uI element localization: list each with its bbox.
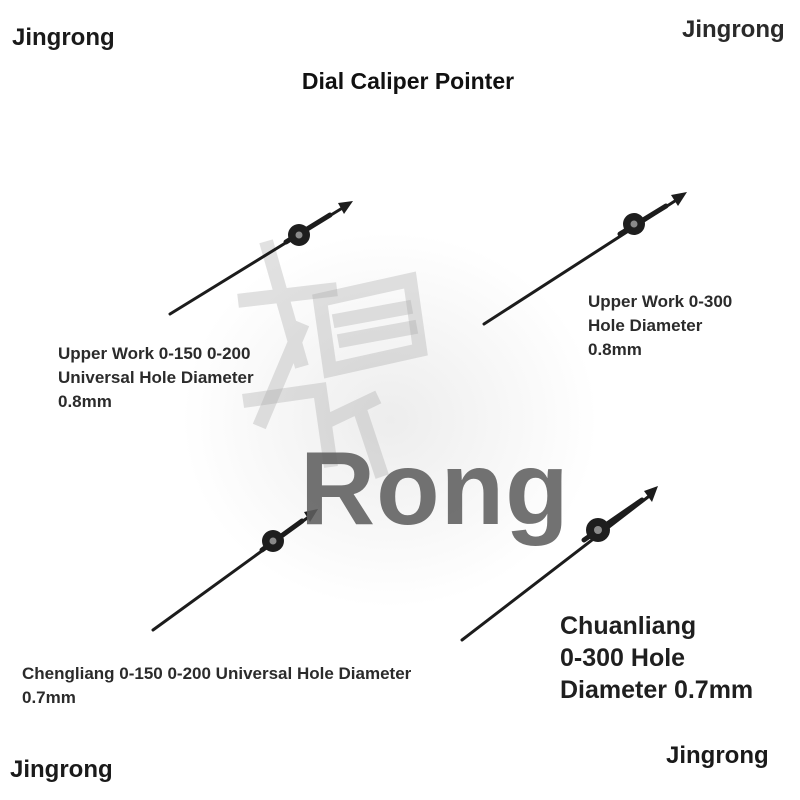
pointer-3 [151, 509, 318, 632]
pointer-1 [168, 201, 353, 316]
pointer-2 [482, 192, 687, 326]
pointer-1-label-line: 0.8mm [58, 392, 112, 411]
pointer-2-label-line: Upper Work 0-300 [588, 292, 733, 311]
pointer-2-label: Upper Work 0-300 Hole Diameter 0.8mm [588, 290, 788, 362]
watermark-text: Rong [300, 431, 570, 547]
pointer-1-label: Upper Work 0-150 0-200 Universal Hole Di… [58, 342, 358, 414]
pointer-4-label: Chuanliang 0-300 Hole Diameter 0.7mm [560, 610, 795, 706]
pointer-2-label-line: 0.8mm [588, 340, 642, 359]
pointer-3-label-line: 0.7mm [22, 688, 76, 707]
pointer-4-label-line: Diameter 0.7mm [560, 676, 754, 704]
pointer-4-label-line: Chuanliang [560, 612, 697, 640]
pointer-3-label-line: Chengliang 0-150 0-200 Universal Hole Di… [22, 664, 412, 683]
brand-top-right: Jingrong [682, 16, 785, 43]
brand-bottom-right: Jingrong [666, 742, 769, 769]
page-title: Dial Caliper Pointer [301, 68, 515, 94]
pointer-1-label-line: Upper Work 0-150 0-200 [58, 344, 251, 363]
brand-top-left: Jingrong [12, 24, 115, 51]
brand-bottom-left: Jingrong [10, 756, 113, 783]
pointer-1-label-line: Universal Hole Diameter [58, 368, 254, 387]
pointer-4-label-line: 0-300 Hole [560, 644, 686, 672]
pointer-2-label-line: Hole Diameter [588, 316, 703, 335]
pointer-4 [460, 486, 658, 642]
pointer-3-label: Chengliang 0-150 0-200 Universal Hole Di… [22, 662, 542, 710]
